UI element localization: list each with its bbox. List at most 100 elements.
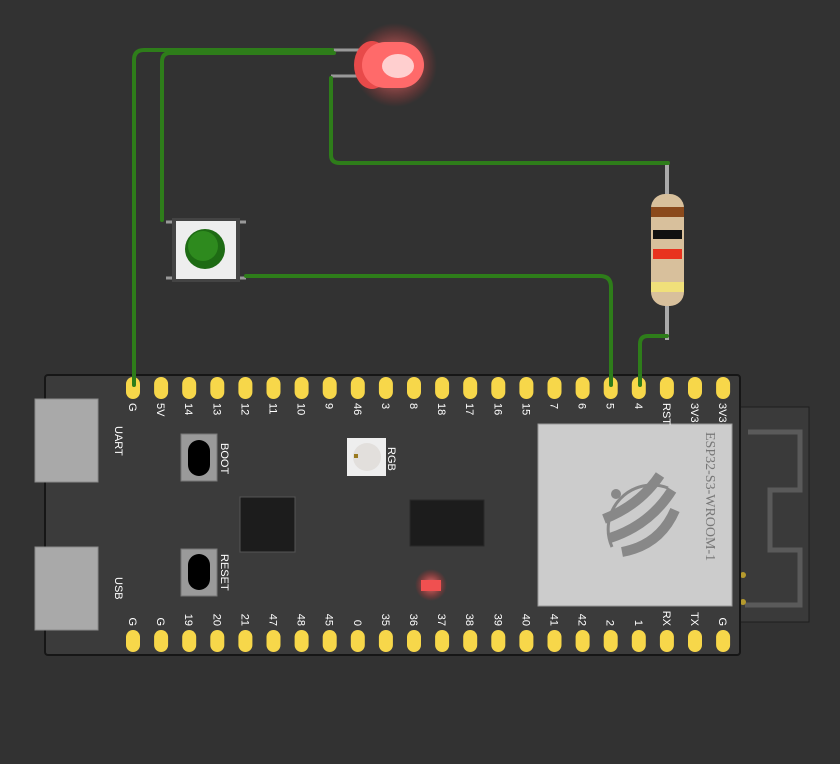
pin-7[interactable]	[547, 377, 562, 399]
pin-19[interactable]	[182, 630, 197, 652]
pin-label: 5	[604, 403, 616, 409]
pin-20[interactable]	[210, 630, 225, 652]
pin-label: 4	[632, 403, 644, 409]
pin-4[interactable]	[631, 377, 646, 399]
pin-48[interactable]	[294, 630, 309, 652]
pin-15[interactable]	[519, 377, 534, 399]
pin-2[interactable]	[603, 630, 618, 652]
pin-46[interactable]	[350, 377, 365, 399]
pin-label: G	[126, 403, 138, 412]
red-led[interactable]	[330, 23, 437, 107]
pin-36[interactable]	[407, 630, 421, 652]
pin-35[interactable]	[378, 630, 393, 652]
rgb-led	[347, 438, 386, 476]
pin-8[interactable]	[407, 377, 421, 399]
wire-led-to-resistor[interactable]	[329, 76, 670, 165]
pin-rst[interactable]	[659, 377, 674, 399]
pin-16[interactable]	[491, 377, 506, 399]
pin-g[interactable]	[126, 377, 140, 399]
pin-g[interactable]	[154, 630, 169, 652]
boot-button[interactable]	[180, 433, 218, 482]
pin-21[interactable]	[238, 630, 253, 652]
pin-tx[interactable]	[688, 630, 702, 652]
pin-40[interactable]	[519, 630, 534, 652]
pin-3v3[interactable]	[716, 377, 731, 399]
pin-5[interactable]	[603, 377, 618, 399]
pin-label: RX	[660, 611, 672, 627]
pin-12[interactable]	[238, 377, 253, 399]
espressif-logo-icon	[602, 472, 680, 557]
pin-label: 9	[323, 403, 335, 409]
pin-11[interactable]	[266, 377, 281, 399]
resistor-band	[653, 230, 682, 239]
uart-label: UART	[112, 426, 124, 456]
pin-label: 35	[379, 614, 391, 626]
pin-label: 18	[435, 403, 447, 415]
pin-38[interactable]	[463, 630, 478, 652]
pin-rx[interactable]	[659, 630, 674, 652]
rgb-label: RGB	[385, 447, 397, 471]
pin-label: 10	[295, 403, 307, 415]
reset-label: RESET	[218, 554, 230, 591]
pin-39[interactable]	[491, 630, 506, 652]
esp32-s3-module: ESP32-S3-WROOM-1	[537, 423, 733, 607]
pin-label: 16	[491, 403, 503, 415]
pin-g[interactable]	[716, 630, 731, 652]
pin-label: 2	[604, 620, 616, 626]
reset-button[interactable]	[180, 548, 218, 597]
pin-label: 17	[463, 403, 475, 415]
wire-button-to-led[interactable]	[160, 51, 336, 222]
uart-connector	[34, 398, 99, 483]
resistor-band	[651, 207, 684, 217]
pin-13[interactable]	[210, 377, 225, 399]
pin-label: 3V3	[716, 403, 728, 423]
wire-button-to-gpio5[interactable]	[244, 274, 613, 387]
pin-label: 48	[295, 614, 307, 626]
pin-3[interactable]	[378, 377, 393, 399]
resistor-band	[653, 249, 682, 259]
pin-label: 37	[435, 614, 447, 626]
pin-label: 3	[379, 403, 391, 409]
pin-45[interactable]	[322, 630, 337, 652]
pin-label: 21	[238, 614, 250, 626]
pin-label: 7	[548, 403, 560, 409]
pin-label: 20	[210, 614, 222, 626]
pin-42[interactable]	[575, 630, 590, 652]
pin-47[interactable]	[266, 630, 281, 652]
pin-9[interactable]	[322, 377, 337, 399]
pin-17[interactable]	[463, 377, 478, 399]
pin-label: 45	[323, 614, 335, 626]
pin-label: 36	[407, 614, 419, 626]
pin-37[interactable]	[435, 630, 450, 652]
pin-label: 12	[238, 403, 250, 415]
pin-1[interactable]	[631, 630, 646, 652]
pin-5v[interactable]	[154, 377, 169, 399]
wire-resistor-to-gpio4[interactable]	[638, 334, 669, 387]
pin-label: 19	[182, 614, 194, 626]
pin-label: G	[716, 617, 728, 626]
pin-label: 42	[576, 614, 588, 626]
pin-label: 38	[463, 614, 475, 626]
pin-label: RST	[660, 403, 672, 425]
pin-10[interactable]	[294, 377, 309, 399]
pushbutton[interactable]	[166, 218, 246, 282]
wire-gnd-to-led[interactable]	[132, 48, 334, 387]
power-led	[415, 569, 447, 601]
resistor-band	[651, 282, 684, 292]
pin-g[interactable]	[126, 630, 140, 652]
pin-41[interactable]	[547, 630, 562, 652]
pin-label: TX	[688, 612, 700, 627]
pin-14[interactable]	[182, 377, 197, 399]
pin-18[interactable]	[435, 377, 450, 399]
pin-6[interactable]	[575, 377, 590, 399]
antenna	[739, 406, 810, 623]
pin-label: 13	[210, 403, 222, 415]
pin-0[interactable]	[350, 630, 365, 652]
pin-3v3[interactable]	[688, 377, 702, 399]
resistor[interactable]	[651, 163, 684, 340]
usb-bridge-chip	[239, 496, 296, 553]
pin-label: 1	[632, 620, 644, 626]
